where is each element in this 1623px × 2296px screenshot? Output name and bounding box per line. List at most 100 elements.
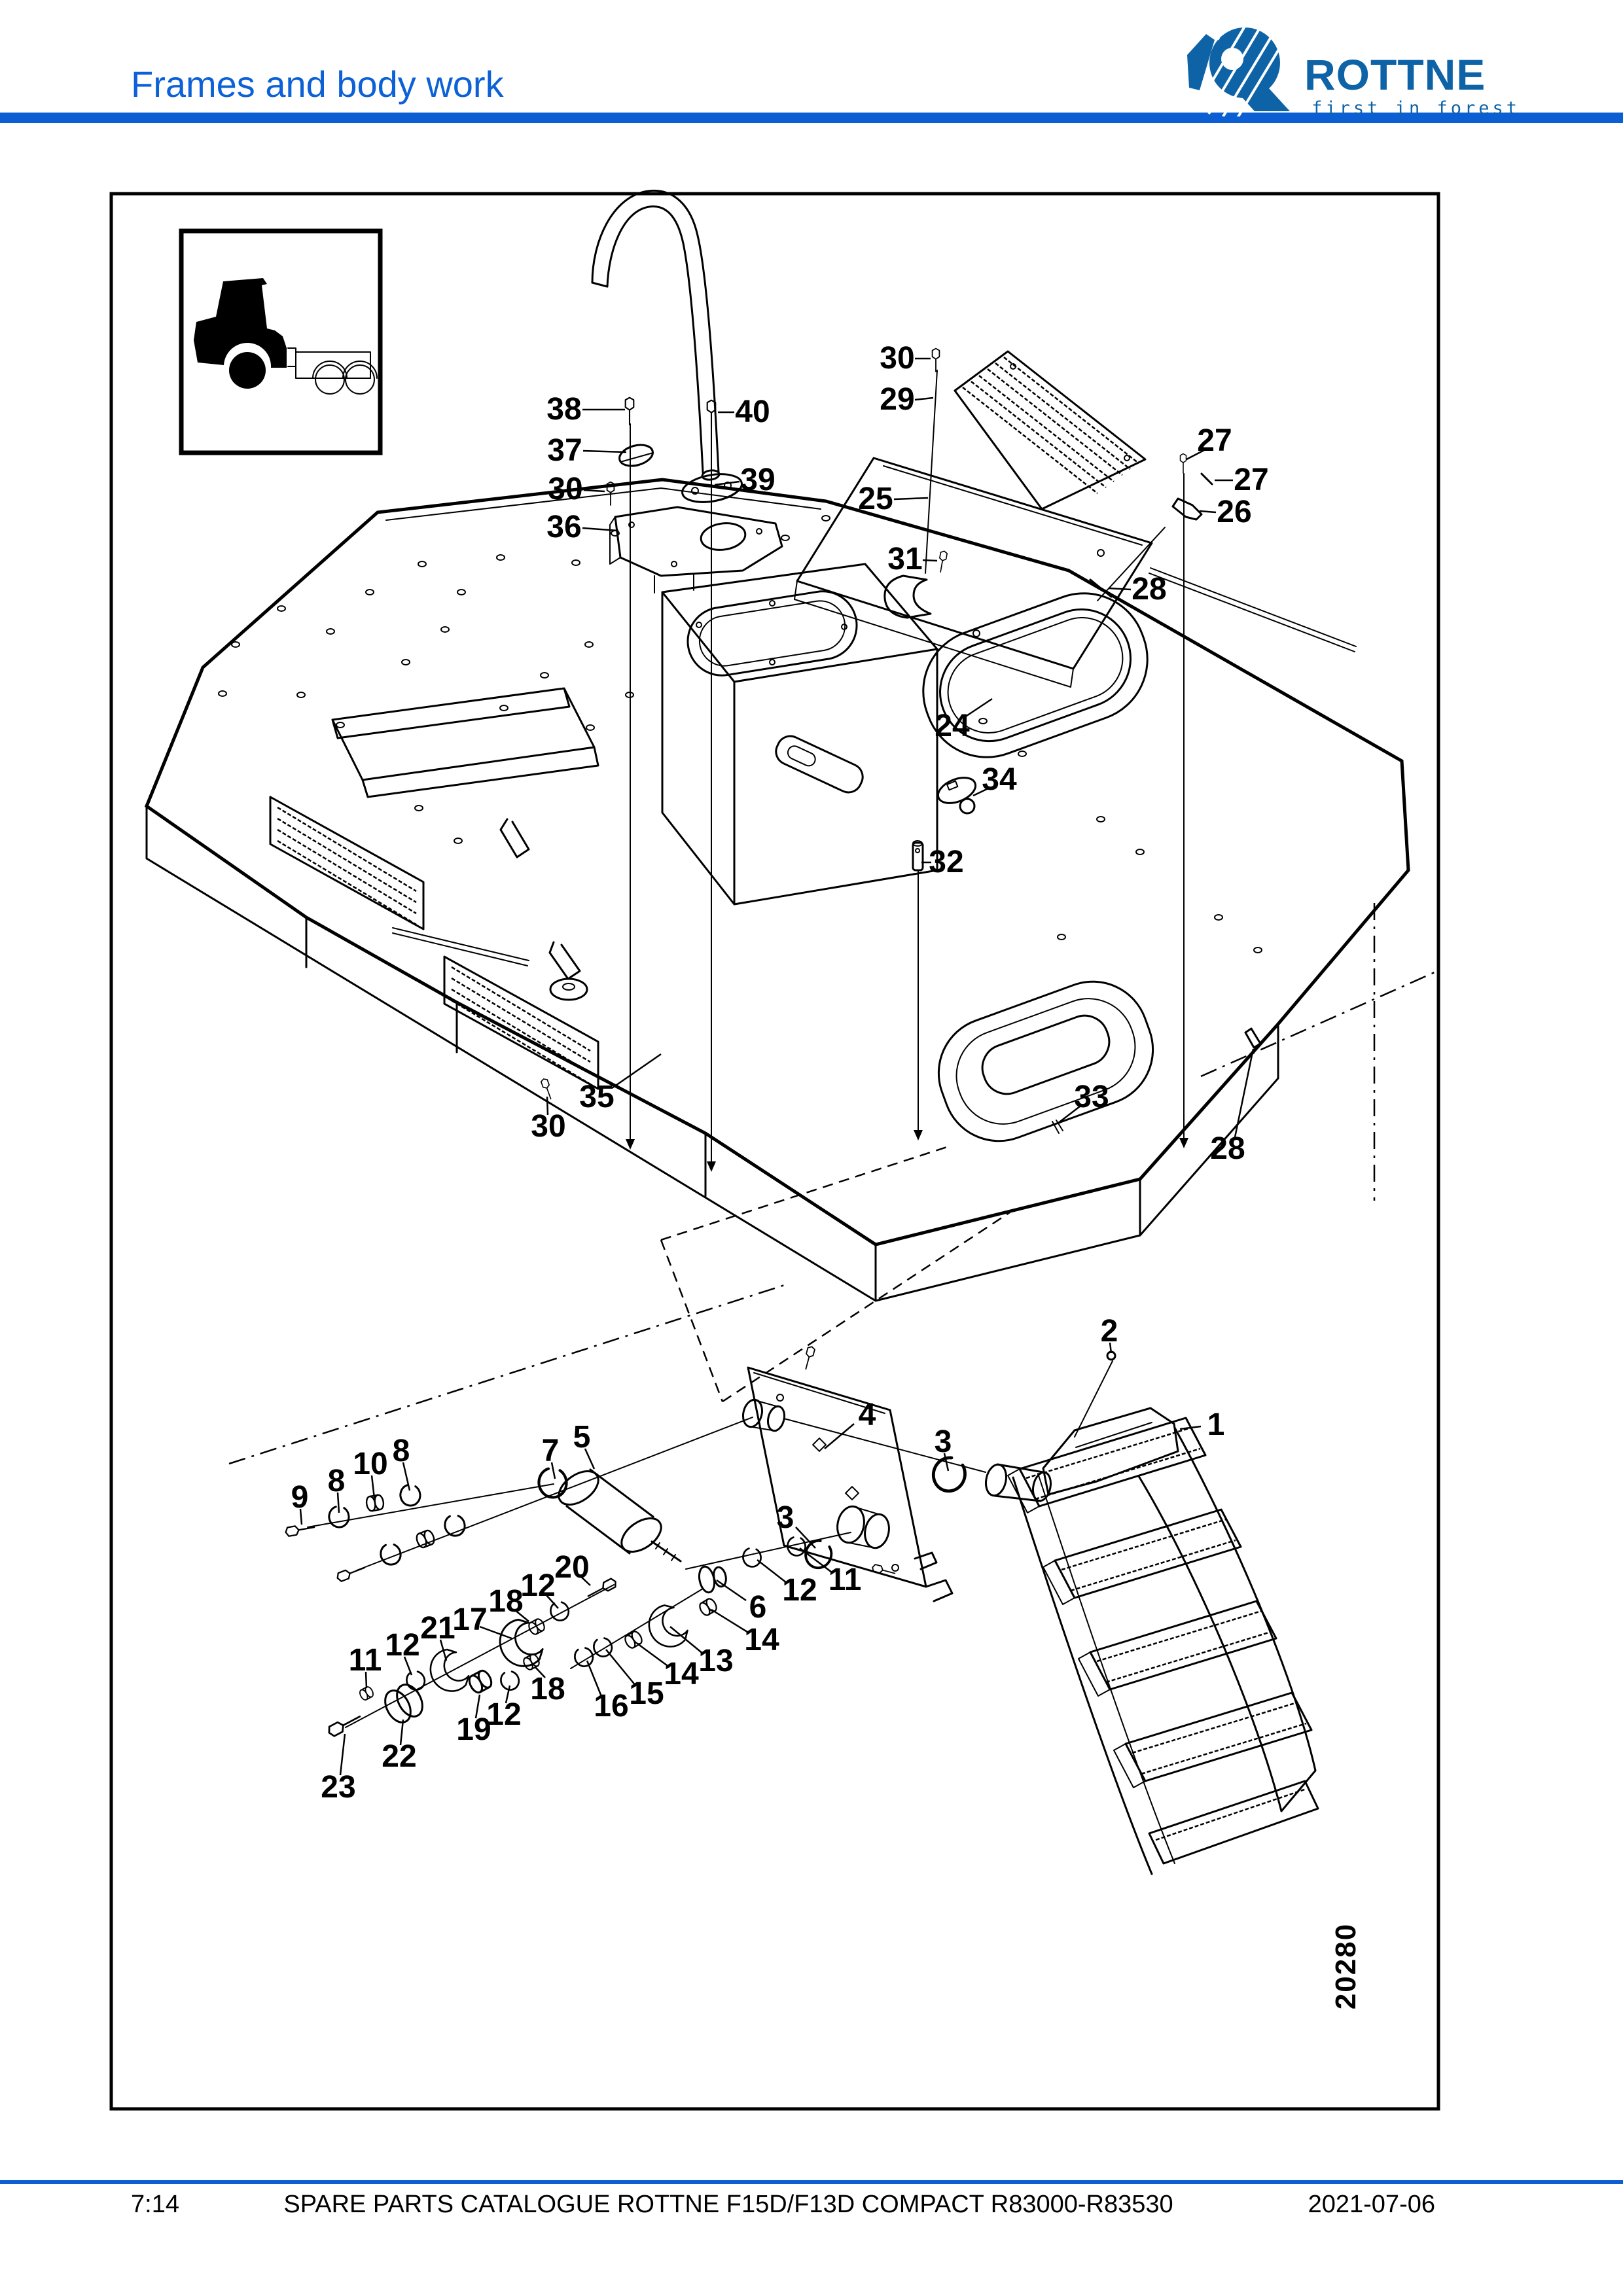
part-callout-30-20: 30 xyxy=(531,1109,566,1144)
leader-line xyxy=(1057,1106,1080,1124)
part-callout-12-50: 12 xyxy=(486,1697,522,1732)
clip-26 xyxy=(1171,497,1203,521)
part-callout-22-48: 22 xyxy=(382,1739,417,1774)
leader-line xyxy=(922,559,938,562)
part-callout-3-25: 3 xyxy=(776,1500,794,1535)
part-callout-26-12: 26 xyxy=(1217,495,1252,529)
pin-32 xyxy=(912,840,924,872)
part-callout-34-15: 34 xyxy=(982,762,1017,797)
section-lines xyxy=(228,903,1435,1465)
pin-28b xyxy=(1244,1027,1262,1049)
leader-line xyxy=(824,1423,855,1449)
part-callout-6-41: 6 xyxy=(749,1590,767,1625)
forwarder-icon xyxy=(194,278,378,395)
mounting-bracket-36 xyxy=(609,506,783,593)
mounting-plate-4 xyxy=(741,1366,954,1602)
part-callout-38-0: 38 xyxy=(546,392,582,427)
part-callout-17-35: 17 xyxy=(452,1602,488,1637)
part-callout-25-8: 25 xyxy=(858,482,893,516)
part-callout-27-11: 27 xyxy=(1234,463,1269,497)
hatch-cover-25 xyxy=(794,457,1153,688)
leader-line xyxy=(1199,510,1217,514)
leader-line xyxy=(299,1508,303,1525)
ladder-step xyxy=(1043,1508,1242,1605)
page-title: Frames and body work xyxy=(131,63,504,105)
leader-line xyxy=(479,1625,512,1640)
hydraulic-tank xyxy=(661,563,938,906)
leader-line xyxy=(582,450,627,453)
flange-39 xyxy=(681,473,743,503)
leader-line xyxy=(1108,587,1132,591)
part-callout-1-22: 1 xyxy=(1207,1407,1225,1442)
part-callout-24-14: 24 xyxy=(935,709,970,743)
pin-27 xyxy=(1200,472,1213,486)
ladder-step xyxy=(1113,1691,1313,1788)
part-callout-11-38: 11 xyxy=(348,1643,382,1678)
drawing-number: 20280 xyxy=(1330,1922,1362,2010)
vent-grille-35 xyxy=(443,955,599,1090)
rubber-damper-5 xyxy=(558,1468,682,1563)
part-callout-4-23: 4 xyxy=(858,1398,876,1432)
spacer-22 xyxy=(384,1684,423,1723)
leader-line xyxy=(399,1719,404,1746)
leader-line xyxy=(637,1642,670,1669)
rottne-logo-mark-icon xyxy=(1187,25,1290,116)
leader-line xyxy=(1186,449,1205,461)
leader-line xyxy=(474,1694,481,1719)
rottne-logo-tagline: first in forest xyxy=(1311,98,1520,118)
rottne-logo: ROTTNE first in forest xyxy=(1175,25,1528,118)
diagram-border xyxy=(109,192,1440,2111)
part-callout-10-30: 10 xyxy=(353,1447,388,1481)
leader-line xyxy=(582,527,619,532)
leader-line xyxy=(339,1733,346,1776)
leader-line xyxy=(439,1639,448,1661)
seal-frame-24 xyxy=(922,592,1149,758)
part-callout-9-28: 9 xyxy=(291,1480,309,1515)
part-callout-33-17: 33 xyxy=(1074,1080,1109,1114)
leader-line xyxy=(579,1575,591,1586)
part-callout-40-1: 40 xyxy=(735,395,770,429)
part-callout-14-44: 14 xyxy=(664,1657,699,1691)
leader-line xyxy=(795,1527,816,1549)
chassis-frame xyxy=(144,478,1410,1302)
part-callout-13-43: 13 xyxy=(698,1644,734,1678)
part-callout-35-19: 35 xyxy=(579,1080,615,1114)
part-callout-27-10: 27 xyxy=(1197,423,1232,458)
header-rule xyxy=(0,113,1623,123)
part-callout-23-47: 23 xyxy=(321,1770,356,1805)
leader-line xyxy=(611,1053,662,1089)
ladder-step xyxy=(1078,1600,1277,1697)
vehicle-inset-box xyxy=(179,228,383,455)
part-callout-21-36: 21 xyxy=(420,1611,455,1646)
part-callout-39-3: 39 xyxy=(740,463,776,497)
footer-page-ref: 7:14 xyxy=(131,2191,179,2218)
part-callout-37-2: 37 xyxy=(547,433,582,468)
part-callout-2-21: 2 xyxy=(1100,1314,1118,1349)
ladder-step xyxy=(1007,1417,1207,1513)
part-callout-32-16: 32 xyxy=(929,845,964,879)
part-callout-12-40: 12 xyxy=(782,1573,817,1608)
part-callout-28-18: 28 xyxy=(1210,1131,1245,1166)
access-ladder-1 xyxy=(985,1351,1319,1875)
leader-line xyxy=(402,1462,411,1491)
leader-line xyxy=(757,1559,787,1583)
leader-line xyxy=(1179,1425,1202,1430)
leader-line xyxy=(586,1660,603,1699)
leader-line xyxy=(716,1579,747,1602)
part-callout-36-5: 36 xyxy=(546,510,582,544)
leader-line xyxy=(714,480,740,486)
leader-line xyxy=(584,1448,596,1470)
part-callout-11-39: 11 xyxy=(828,1563,862,1597)
leader-line xyxy=(972,787,989,797)
part-callout-18-34: 18 xyxy=(488,1584,524,1619)
leader-line xyxy=(336,1492,340,1513)
frame-holes xyxy=(218,515,1262,953)
part-callout-20-32: 20 xyxy=(554,1550,590,1585)
leader-line xyxy=(964,698,993,718)
leader-line xyxy=(583,489,605,493)
part-callout-5-26: 5 xyxy=(573,1420,591,1455)
leader-line xyxy=(1109,1342,1113,1354)
